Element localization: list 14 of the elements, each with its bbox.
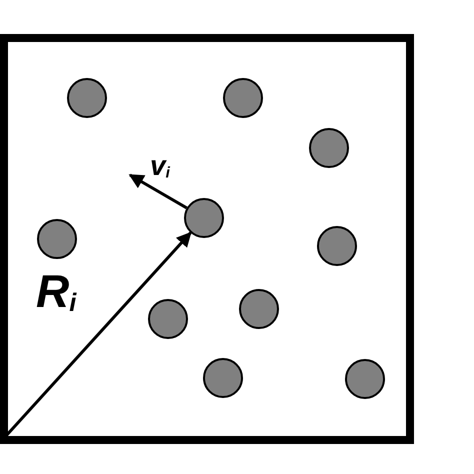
particle-circle — [317, 226, 357, 266]
container-box — [0, 34, 414, 444]
particle-circle — [239, 289, 279, 329]
particle-circle — [203, 358, 243, 398]
vector-label: R$_{i}$ — [36, 268, 76, 316]
particle-circle — [309, 128, 349, 168]
arrow — [128, 174, 188, 210]
particle-circle — [148, 299, 188, 339]
particle-circle — [184, 198, 224, 238]
particle-circle — [223, 78, 263, 118]
vector-label: v$_{i}$ — [150, 152, 170, 181]
particle-circle — [345, 359, 385, 399]
particle-circle — [37, 219, 77, 259]
particle-circle — [67, 78, 107, 118]
